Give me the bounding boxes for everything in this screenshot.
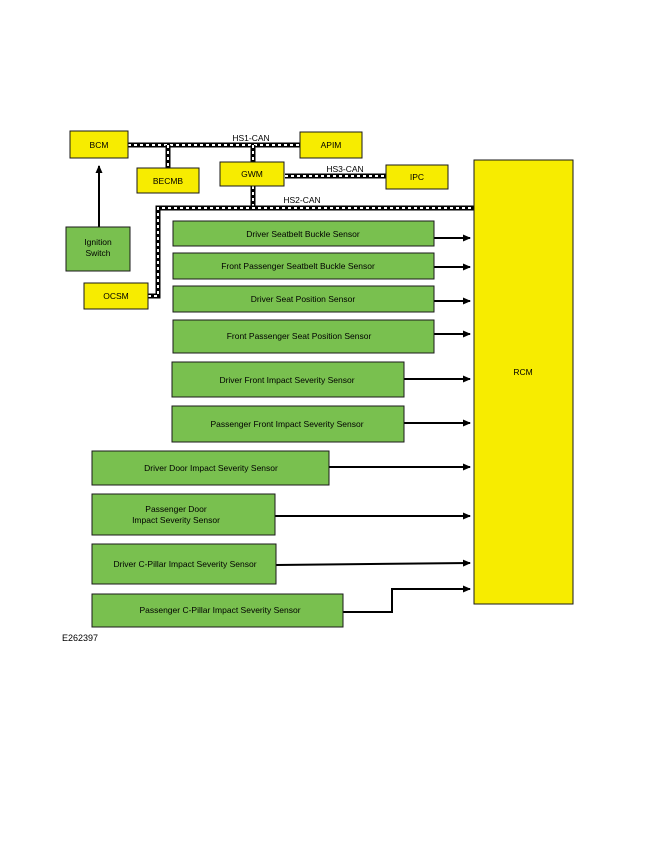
driver-door-impact-sensor: Driver Door Impact Severity Sensor: [91, 450, 330, 486]
driver-seatbelt-label: Driver Seatbelt Buckle Sensor: [246, 229, 360, 239]
ipc-module: IPC: [385, 164, 449, 190]
apim-module: APIM: [299, 131, 363, 159]
hs2-can-label: HS2-CAN: [283, 195, 320, 205]
ocsm-label: OCSM: [103, 291, 129, 301]
hs3-can-label: HS3-CAN: [326, 164, 363, 174]
driver-front-impact-sensor: Driver Front Impact Severity Sensor: [171, 361, 405, 398]
sensor-signal-lines: [275, 234, 471, 613]
passenger-door-label-line2: Impact Severity Sensor: [132, 515, 220, 525]
ignition-label-line2: Switch: [85, 248, 110, 258]
gwm-label: GWM: [241, 169, 263, 179]
apim-label: APIM: [321, 140, 342, 150]
figure-id: E262397: [62, 633, 99, 643]
gwm-module: GWM: [219, 161, 285, 187]
driver-cpillar-impact-label: Driver C-Pillar Impact Severity Sensor: [113, 559, 256, 569]
passenger-front-impact-label: Passenger Front Impact Severity Sensor: [210, 419, 363, 429]
passenger-cpillar-impact-label: Passenger C-Pillar Impact Severity Senso…: [139, 605, 300, 615]
passenger-door-label-line1: Passenger Door: [145, 504, 207, 514]
rcm-module: RCM: [473, 159, 574, 605]
passenger-seat-position-label: Front Passenger Seat Position Sensor: [227, 331, 372, 341]
passenger-seatbelt-label: Front Passenger Seatbelt Buckle Sensor: [221, 261, 375, 271]
ignition-switch-block: Ignition Switch: [65, 226, 131, 272]
passenger-seatbelt-sensor: Front Passenger Seatbelt Buckle Sensor: [172, 252, 435, 280]
becmb-label: BECMB: [153, 176, 184, 186]
passenger-cpillar-impact-sensor: Passenger C-Pillar Impact Severity Senso…: [91, 593, 344, 628]
ipc-label: IPC: [410, 172, 424, 182]
becmb-module: BECMB: [136, 167, 200, 194]
bcm-module: BCM: [69, 130, 129, 159]
ignition-label-line1: Ignition: [84, 237, 112, 247]
rcm-label: RCM: [513, 367, 532, 377]
driver-seat-position-label: Driver Seat Position Sensor: [251, 294, 356, 304]
hs2-can-bus: [148, 186, 474, 299]
driver-front-impact-label: Driver Front Impact Severity Sensor: [219, 375, 354, 385]
ocsm-module: OCSM: [83, 282, 149, 310]
passenger-front-impact-sensor: Passenger Front Impact Severity Sensor: [171, 405, 405, 443]
passenger-door-impact-sensor: Passenger Door Impact Severity Sensor: [91, 493, 276, 536]
hs1-can-bus: [128, 142, 300, 168]
bcm-label: BCM: [90, 140, 109, 150]
driver-cpillar-impact-sensor: Driver C-Pillar Impact Severity Sensor: [91, 543, 277, 585]
driver-door-impact-label: Driver Door Impact Severity Sensor: [144, 463, 278, 473]
driver-seat-position-sensor: Driver Seat Position Sensor: [172, 285, 435, 313]
driver-seatbelt-sensor: Driver Seatbelt Buckle Sensor: [172, 220, 435, 247]
passenger-seat-position-sensor: Front Passenger Seat Position Sensor: [172, 319, 435, 354]
hs1-can-label: HS1-CAN: [232, 133, 269, 143]
